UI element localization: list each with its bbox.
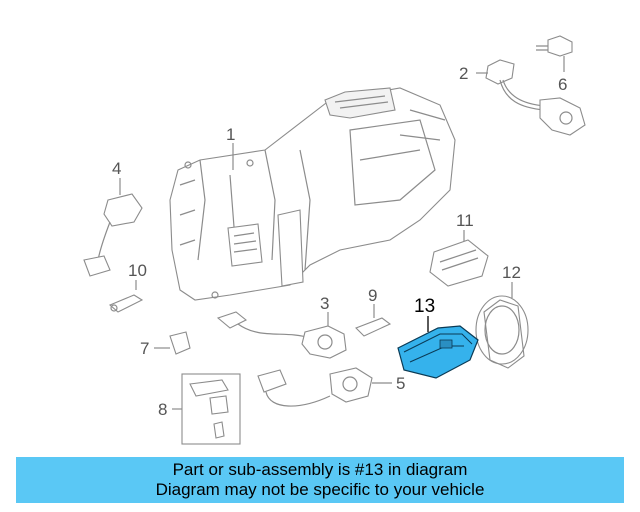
callout-11: 11 <box>456 211 474 230</box>
part-9-link: 9 <box>355 286 392 337</box>
callout-12: 12 <box>502 263 521 282</box>
callout-3: 3 <box>320 294 329 313</box>
part-12-blower-motor: 12 <box>475 263 529 369</box>
callout-2: 2 <box>459 64 468 83</box>
part-6-connector: 6 <box>536 35 573 94</box>
part-4-actuator: 4 <box>83 159 143 277</box>
part-5-actuator: 5 <box>257 367 405 407</box>
callout-4: 4 <box>112 159 121 178</box>
part-3-actuator: 3 <box>216 294 347 359</box>
part-13-control-module-highlighted: 13 <box>397 296 479 379</box>
callout-5: 5 <box>396 374 405 393</box>
callout-13: 13 <box>414 296 435 317</box>
callout-10: 10 <box>128 261 147 280</box>
callout-7: 7 <box>140 339 149 358</box>
callout-9: 9 <box>368 286 377 305</box>
callout-1: 1 <box>226 125 235 144</box>
banner-line-2: Diagram may not be specific to your vehi… <box>155 480 485 499</box>
part-2-harness: 2 <box>459 59 586 136</box>
part-1-hvac-housing: 1 <box>169 87 456 301</box>
banner-line-1: Part or sub-assembly is #13 in diagram <box>172 460 468 479</box>
part-7-connector: 7 <box>140 331 191 358</box>
part-11-module: 11 <box>429 211 489 287</box>
callout-6: 6 <box>558 75 567 94</box>
parts-diagram: 1 2 6 4 10 7 <box>83 35 586 445</box>
part-10-clip: 10 <box>108 261 147 313</box>
callout-8: 8 <box>158 400 167 419</box>
info-banner: Part or sub-assembly is #13 in diagram D… <box>16 457 624 503</box>
part-8-bracket-set: 8 <box>158 373 241 445</box>
